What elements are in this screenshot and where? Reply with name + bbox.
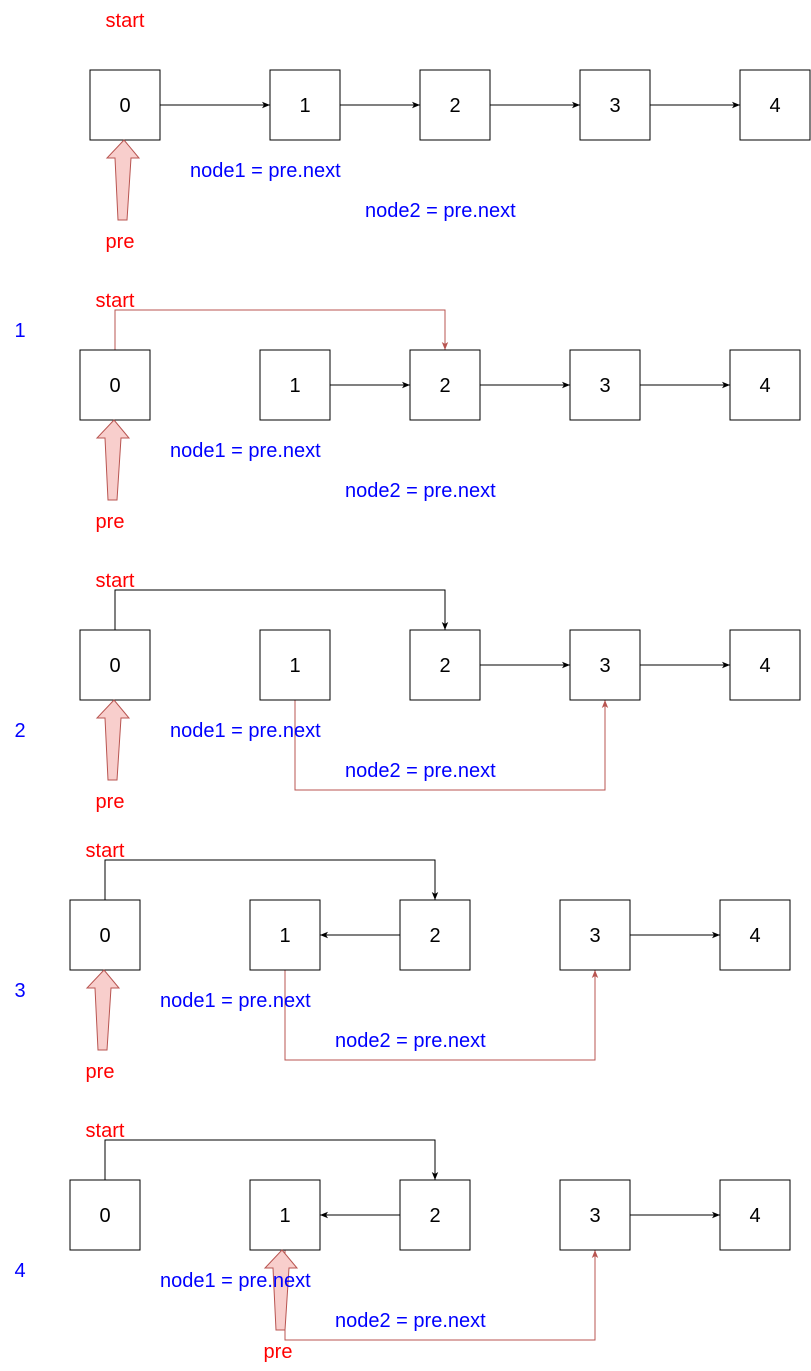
- step-2-node-0-value: 0: [109, 655, 120, 677]
- step-4-node2-expression: node2 = pre.next: [335, 1310, 486, 1332]
- step-3-node1-expression: node1 = pre.next: [160, 990, 311, 1012]
- step-3-node-0-value: 0: [99, 925, 110, 947]
- step-3-node-4-box: [719, 899, 791, 971]
- step-2-node-0-box: [79, 629, 151, 701]
- step-0-node-1-box: [269, 69, 341, 141]
- step-2-pre-pointer-arrow: [95, 699, 131, 781]
- step-4-node-4-box: [719, 1179, 791, 1251]
- step-1-node-2-box: [409, 349, 481, 421]
- step-0-pre-pointer-arrow: [105, 139, 141, 221]
- step-1-node-4-box: [729, 349, 801, 421]
- step-1-step-number: 1: [14, 320, 25, 342]
- step-3-node-0-box: [69, 899, 141, 971]
- step-1-start-label: start: [96, 290, 135, 312]
- step-3-edge-1-to-3: [284, 970, 599, 1061]
- step-2-node2-expression: node2 = pre.next: [345, 760, 496, 782]
- step-4-node-4-value: 4: [749, 1205, 760, 1227]
- step-2-node-1-value: 1: [289, 655, 300, 677]
- step-4-step-number: 4: [14, 1260, 25, 1282]
- step-3-node2-expression: node2 = pre.next: [335, 1030, 486, 1052]
- step-4-node-3-value: 3: [589, 1205, 600, 1227]
- step-0-node-3-box: [579, 69, 651, 141]
- step-0-start-label: start: [106, 10, 145, 32]
- step-0-node-2-value: 2: [449, 95, 460, 117]
- step-2-step-number: 2: [14, 720, 25, 742]
- step-1-node-2-value: 2: [439, 375, 450, 397]
- step-2-edge-1-to-3: [294, 700, 609, 791]
- step-4-node-0-value: 0: [99, 1205, 110, 1227]
- step-3-node-2-box: [399, 899, 471, 971]
- step-3-pre-label: pre: [86, 1061, 115, 1083]
- step-2-node-4-box: [729, 629, 801, 701]
- step-3-start-label: start: [86, 840, 125, 862]
- step-4-pre-label: pre: [264, 1341, 293, 1363]
- step-1-pre-label: pre: [96, 511, 125, 533]
- step-4-node1-expression: node1 = pre.next: [160, 1270, 311, 1292]
- step-0-node2-expression: node2 = pre.next: [365, 200, 516, 222]
- step-1-node2-expression: node2 = pre.next: [345, 480, 496, 502]
- step-1-node-3-box: [569, 349, 641, 421]
- step-0-pre-label: pre: [106, 231, 135, 253]
- step-4-node-2-box: [399, 1179, 471, 1251]
- step-2-node-3-box: [569, 629, 641, 701]
- step-3-node-1-box: [249, 899, 321, 971]
- step-3-step-number: 3: [14, 980, 25, 1002]
- step-2-node-2-box: [409, 629, 481, 701]
- step-1-node-3-value: 3: [599, 375, 610, 397]
- step-4-edge-0-to-2: [104, 1139, 439, 1180]
- step-3-edge-0-to-2: [104, 859, 439, 900]
- step-3-node-3-value: 3: [589, 925, 600, 947]
- step-1-node-1-box: [259, 349, 331, 421]
- step-2-node-1-box: [259, 629, 331, 701]
- step-0-node-0-box: [89, 69, 161, 141]
- step-3-node-2-value: 2: [429, 925, 440, 947]
- step-4-node-1-value: 1: [279, 1205, 290, 1227]
- step-0-node-1-value: 1: [299, 95, 310, 117]
- step-4-node-3-box: [559, 1179, 631, 1251]
- step-1-node1-expression: node1 = pre.next: [170, 440, 321, 462]
- step-0-node-3-value: 3: [609, 95, 620, 117]
- step-1-node-1-value: 1: [289, 375, 300, 397]
- step-2-node-4-value: 4: [759, 655, 770, 677]
- step-4-node-2-value: 2: [429, 1205, 440, 1227]
- step-0-node-0-value: 0: [119, 95, 130, 117]
- step-2-edge-0-to-2: [114, 589, 449, 630]
- step-2-node1-expression: node1 = pre.next: [170, 720, 321, 742]
- step-0-node-2-box: [419, 69, 491, 141]
- step-0-node-4-value: 4: [769, 95, 780, 117]
- step-2-start-label: start: [96, 570, 135, 592]
- step-3-node-3-box: [559, 899, 631, 971]
- step-1-edge-0-to-2: [114, 309, 449, 350]
- step-0-node1-expression: node1 = pre.next: [190, 160, 341, 182]
- step-1-pre-pointer-arrow: [95, 419, 131, 501]
- step-4-node-0-box: [69, 1179, 141, 1251]
- step-2-node-3-value: 3: [599, 655, 610, 677]
- step-2-node-2-value: 2: [439, 655, 450, 677]
- step-3-node-1-value: 1: [279, 925, 290, 947]
- step-1-node-4-value: 4: [759, 375, 770, 397]
- step-2-pre-label: pre: [96, 791, 125, 813]
- step-1-node-0-box: [79, 349, 151, 421]
- step-0-node-4-box: [739, 69, 811, 141]
- step-1-node-0-value: 0: [109, 375, 120, 397]
- step-4-start-label: start: [86, 1120, 125, 1142]
- step-3-pre-pointer-arrow: [85, 969, 121, 1051]
- step-4-node-1-box: [249, 1179, 321, 1251]
- step-4-pre-pointer-arrow: [263, 1249, 299, 1331]
- step-3-node-4-value: 4: [749, 925, 760, 947]
